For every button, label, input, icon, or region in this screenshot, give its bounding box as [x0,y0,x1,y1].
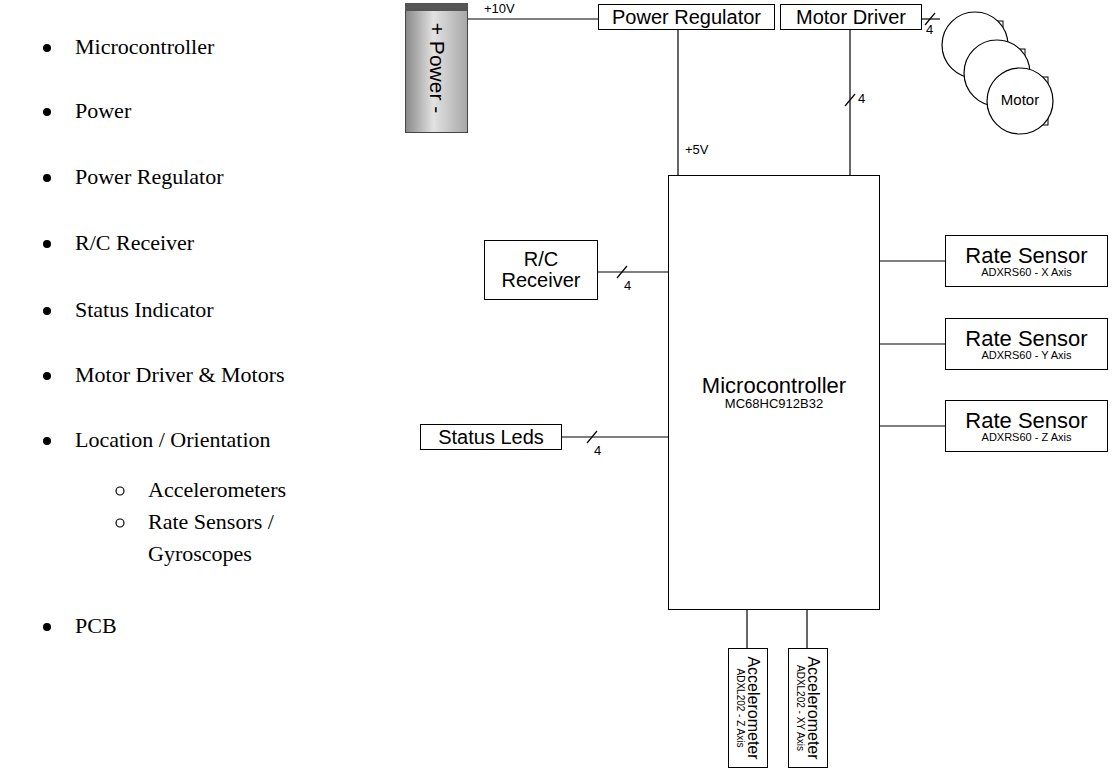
node-subtitle: ADXL202 - XY Axis [795,656,805,759]
bullet-dots [43,44,51,631]
signal-label: 4 [624,279,631,292]
bus-slash [617,266,627,278]
list-item-text: Location / Orientation [75,424,375,456]
bullet-dot [43,240,51,248]
wire [880,343,945,344]
bus-slash [587,431,597,443]
node-title: Status Leds [438,427,544,448]
node-title: Power Regulator [612,7,761,28]
bullet-dot [43,307,51,315]
bus-slash [845,94,855,106]
rotated-text-holder: AccelerometerADXL202 - XY Axis [795,656,821,759]
bullet-dot [43,437,51,445]
node-title: Rate Sensor [965,409,1087,432]
node-title: Rate Sensor [965,327,1087,350]
wire [562,436,668,437]
list-item-text: Rate Sensors / Gyroscopes [148,506,338,570]
accelerometer-box: AccelerometerADXL202 - XY Axis [788,648,828,768]
status-box: Status Leds [420,424,562,450]
wire [806,610,807,648]
bullet-dot [43,108,51,116]
driver-box: Motor Driver [780,4,922,30]
wire [746,610,747,648]
list-item-text: Microcontroller [75,31,375,63]
node-subtitle: ADXRS60 - Y Axis [981,350,1071,362]
motor-group: Motor [940,5,1058,140]
list-item-text: PCB [75,610,375,642]
rotated-text-holder: AccelerometerADXL202 - Z Axis [735,656,761,759]
bullet-dot [43,174,51,182]
list-item-text: Accelerometers [148,474,388,506]
node-subtitle: MC68HC912B32 [725,397,823,411]
node-subtitle: ADXRS60 - Z Axis [982,432,1072,444]
battery-cap [405,3,468,11]
bullet-dot [43,44,51,52]
bullet-dot [43,372,51,380]
node-title: Motor Driver [796,7,906,28]
signal-label: 4 [858,92,865,105]
rate-sensor-box: Rate SensorADXRS60 - X Axis [945,235,1108,287]
wire [468,18,598,19]
list-item-text: Power [75,95,375,127]
sub-bullet-ring [116,519,124,527]
wire [677,30,678,175]
node-title: R/C Receiver [489,249,593,291]
list-item-text: R/C Receiver [75,227,375,259]
accelerometer-box: AccelerometerADXL202 - Z Axis [728,648,768,768]
rotated-text-holder: + Power - [426,23,447,113]
regulator-box: Power Regulator [598,4,775,30]
node-title: Accelerometer [745,656,761,759]
motor-label-holder: Motor [987,91,1053,108]
list-item-text: Status Indicator [75,294,375,326]
node-title: Motor [987,91,1053,108]
signal-label: +5V [685,143,709,156]
node-title: Microcontroller [702,374,846,397]
signal-label: 4 [594,444,601,457]
motor-face [987,68,1053,134]
list-item-text: Motor Driver & Motors [75,359,375,391]
receiver-box: R/C Receiver [484,240,598,300]
signal-label: 4 [926,23,933,36]
list-item-text: Power Regulator [75,161,375,193]
motor-symbols [940,5,1058,140]
wire [880,260,945,261]
rate-sensor-box: Rate SensorADXRS60 - Z Axis [945,400,1108,452]
battery-cell: + Power - [405,3,468,133]
wire [598,271,668,272]
node-title: + Power - [426,23,447,113]
node-title: Rate Sensor [965,244,1087,267]
sub-bullet-rings [116,487,124,527]
node-subtitle: ADXRS60 - X Axis [981,267,1071,279]
wire [880,425,945,426]
rate-sensor-box: Rate SensorADXRS60 - Y Axis [945,318,1108,370]
wire [849,30,850,175]
microcontroller-box: MicrocontrollerMC68HC912B32 [668,175,880,610]
signal-label: +10V [484,2,515,15]
node-subtitle: ADXL202 - Z Axis [735,656,745,759]
bullet-dot [43,623,51,631]
sub-bullet-ring [116,487,124,495]
node-title: Accelerometer [805,656,821,759]
